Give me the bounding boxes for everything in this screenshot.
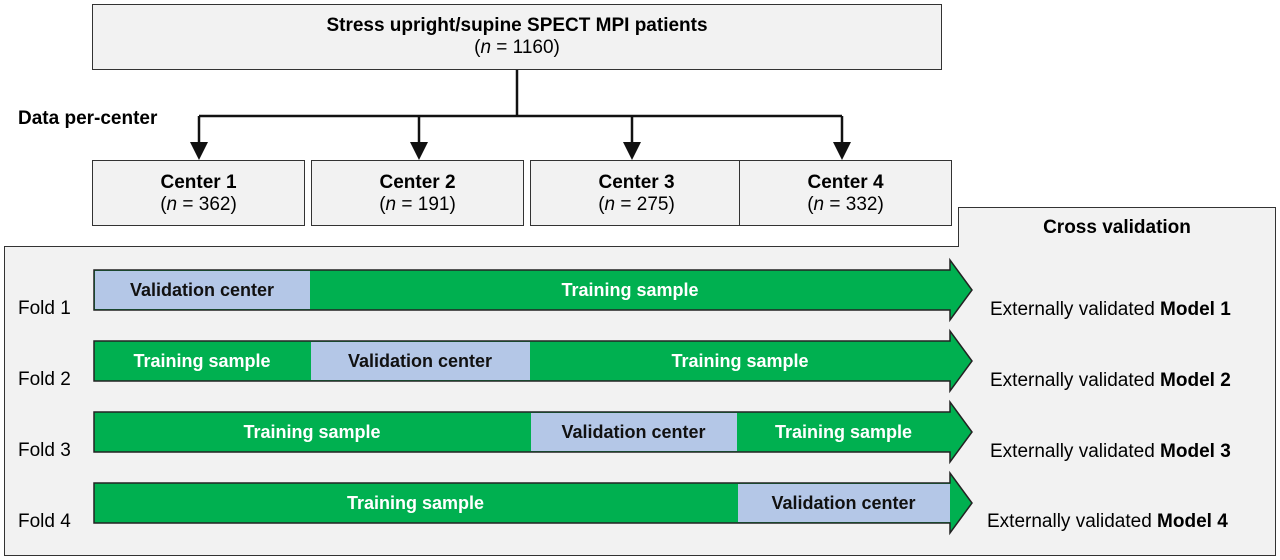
model-label-3: Externally validated Model 3	[990, 441, 1231, 462]
total-patients-box: Stress upright/supine SPECT MPI patients…	[92, 4, 942, 70]
arrowhead-3	[623, 142, 641, 160]
center-count: (n = 362)	[160, 194, 237, 215]
center-count: (n = 275)	[598, 194, 675, 215]
total-patients-title: Stress upright/supine SPECT MPI patients	[326, 15, 708, 36]
arrowhead-2	[410, 142, 428, 160]
training-sample-label: Training sample	[133, 351, 270, 371]
center-name: Center 2	[379, 172, 456, 193]
fold-label-4: Fold 4	[18, 511, 71, 532]
validation-center-label: Validation center	[130, 280, 274, 300]
training-sample-label: Training sample	[243, 422, 380, 442]
center-name: Center 3	[598, 172, 675, 193]
model-label-2: Externally validated Model 2	[990, 370, 1231, 391]
fold-label-1: Fold 1	[18, 298, 71, 319]
connector-arrows	[190, 70, 851, 160]
center-count: (n = 332)	[807, 194, 884, 215]
center-box-4: Center 4 (n = 332)	[739, 160, 952, 226]
fold-arrow-1: Validation center Training sample	[93, 257, 973, 323]
training-sample-label: Training sample	[775, 422, 912, 442]
center-box-2: Center 2 (n = 191)	[311, 160, 524, 226]
training-sample-label: Training sample	[347, 493, 484, 513]
model-label-1: Externally validated Model 1	[990, 299, 1231, 320]
center-box-1: Center 1 (n = 362)	[92, 160, 305, 226]
validation-segment	[531, 413, 737, 451]
center-box-3: Center 3 (n = 275)	[530, 160, 743, 226]
training-sample-label: Training sample	[671, 351, 808, 371]
model-label-4: Externally validated Model 4	[987, 511, 1228, 532]
data-per-center-label: Data per-center	[18, 108, 158, 129]
fold-arrow-3: Training sample Validation center Training…	[93, 399, 973, 465]
fold-arrow-shape	[93, 257, 973, 323]
cross-validation-tab: Cross validation	[958, 207, 1276, 247]
arrowhead-1	[190, 142, 208, 160]
validation-center-label: Validation center	[561, 422, 705, 442]
fold-arrow-2: Training sample Validation center Training…	[93, 328, 973, 394]
validation-segment	[311, 342, 530, 380]
center-count: (n = 191)	[379, 194, 456, 215]
training-sample-label: Training sample	[561, 280, 698, 300]
validation-segment	[95, 271, 310, 309]
validation-center-label: Validation center	[771, 493, 915, 513]
fold-label-2: Fold 2	[18, 369, 71, 390]
center-name: Center 1	[160, 172, 237, 193]
arrowhead-4	[833, 142, 851, 160]
fold-arrow-4: Training sample Validation center	[93, 470, 973, 536]
total-patients-count: (n = 1160)	[474, 37, 560, 58]
validation-center-label: Validation center	[348, 351, 492, 371]
fold-label-3: Fold 3	[18, 440, 71, 461]
validation-segment	[738, 484, 950, 522]
center-name: Center 4	[807, 172, 884, 193]
